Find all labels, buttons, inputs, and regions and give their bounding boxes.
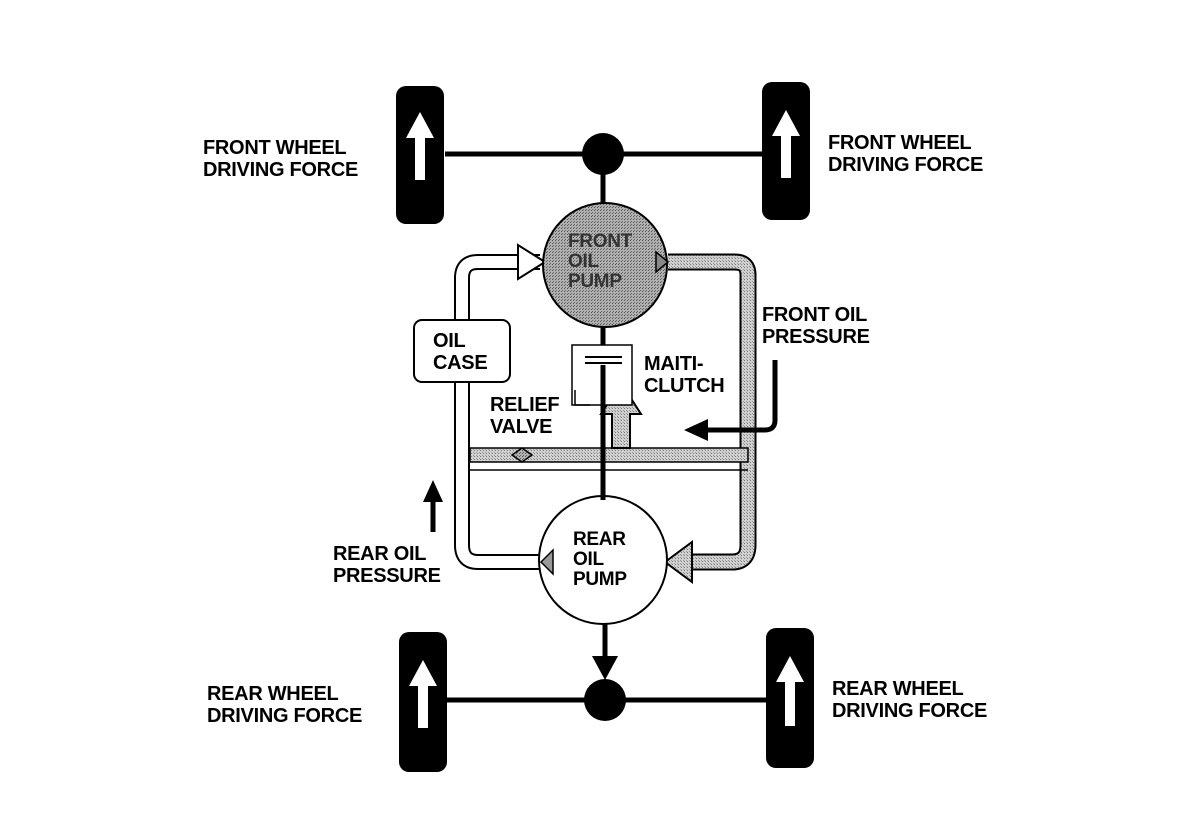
oil-case (413, 319, 511, 383)
rear-oil-arrow-into-front-pump (517, 243, 547, 281)
wheel-front-left (396, 86, 444, 224)
label-front-wheel-right: FRONT WHEEL DRIVING FORCE (828, 132, 983, 176)
wheel-rear-right (766, 628, 814, 768)
label-rear-wheel-left: REAR WHEEL DRIVING FORCE (207, 683, 362, 727)
relief-valve (510, 447, 534, 463)
label-relief-valve: RELIEF VALVE (490, 394, 560, 438)
front-oil-arrow-into-rear-pump (663, 540, 693, 584)
wheel-rear-left (399, 632, 447, 772)
rear-pump-outlet-arrow (539, 548, 554, 576)
front-pump-outlet-arrow (655, 250, 670, 274)
label-front-oil-pump: FRONT OIL PUMP (568, 231, 632, 292)
rear-differential (584, 679, 626, 721)
label-rear-wheel-right: REAR WHEEL DRIVING FORCE (832, 678, 987, 722)
label-rear-oil-pressure: REAR OIL PRESSURE (333, 543, 441, 587)
front-oil-pressure-line (668, 253, 757, 571)
drive-arrow-down (592, 656, 618, 680)
label-oil-case: OIL CASE (433, 330, 488, 374)
label-front-wheel-left: FRONT WHEEL DRIVING FORCE (203, 137, 358, 181)
wheel-front-right (762, 82, 810, 220)
label-multi-clutch: MAITI- CLUTCH (644, 353, 725, 397)
front-oil-pump (542, 202, 668, 328)
label-rear-oil-pump: REAR OIL PUMP (573, 529, 627, 590)
front-oil-pressure-indicator (705, 360, 778, 433)
label-front-oil-pressure: FRONT OIL PRESSURE (762, 304, 870, 348)
front-differential (582, 133, 624, 175)
